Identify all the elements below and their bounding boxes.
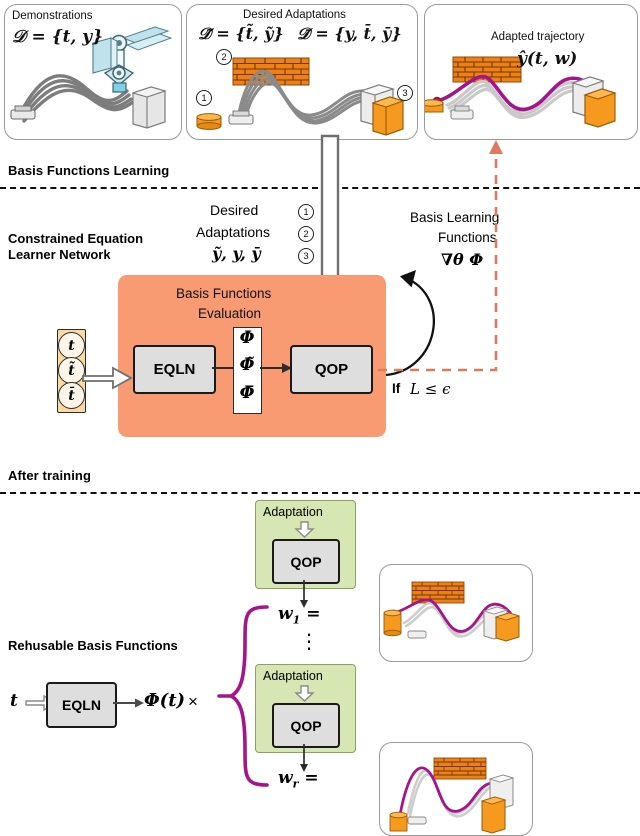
network-label-line2: Learner Network: [8, 247, 111, 262]
weight-1-symbol: w: [278, 604, 293, 624]
weight-1-subscript: 1: [292, 613, 301, 627]
vertical-dots: ⋮: [299, 631, 319, 653]
brick-wall-obstacle-2: [452, 56, 522, 83]
phi-tilde: Φ̃: [239, 355, 255, 375]
condition-prefix: If: [392, 381, 401, 396]
divider-basis-learning: [0, 187, 640, 189]
desired-adaptations-label-line2: Adaptations: [196, 224, 270, 240]
basis-functions-evaluation-line1: Basis Functions: [176, 286, 272, 301]
orange-target-box-2: [583, 88, 617, 128]
marker-1: 1: [196, 90, 212, 106]
weight-1-equals: =: [306, 604, 321, 624]
base-1: [407, 630, 427, 639]
eqln-label-bottom: EQLN: [62, 697, 101, 713]
orange-cylinder-left: [425, 99, 444, 113]
orange-box-2: [480, 796, 507, 834]
panel-desired-adaptations-title: Desired Adaptations: [243, 9, 346, 21]
robot-arm-icon: [92, 26, 173, 93]
panel-desired-formula-right: 𝒟̄ = {y, t̄, ȳ}: [297, 24, 402, 43]
panel-adapted-title: Adapted trajectory: [491, 31, 585, 43]
reusable-basis-functions-label: Rehusable Basis Functions: [8, 638, 178, 653]
panel-adapted-formula: ŷ(t, w): [517, 49, 578, 69]
orange-target-box: [371, 96, 405, 136]
magenta-brace: [217, 605, 269, 787]
desired-adaptations-label-line1: Desired: [210, 202, 259, 218]
input-t: t: [58, 332, 85, 359]
orange-box-1: [494, 612, 521, 642]
result-panel-bottom: [379, 742, 533, 836]
cylinder-left-1: [383, 609, 402, 637]
phi-bar: Φ̄: [239, 383, 255, 403]
qop-label-training: QOP: [314, 361, 349, 378]
panel-desired-adaptations: Desired Adaptations 𝒟̃ = {t̃, ỹ} 𝒟̄ = {y…: [186, 4, 418, 140]
input-t-bar: t̄: [58, 382, 85, 409]
base-2: [407, 816, 427, 825]
demo-base-left: [10, 105, 36, 120]
middle-marker-3: 3: [298, 248, 314, 264]
qop-box-2: QOP: [272, 703, 340, 748]
robot-base-small: [450, 105, 474, 120]
qop-box-1: QOP: [272, 539, 340, 584]
basis-functions-evaluation-line2: Evaluation: [198, 306, 262, 321]
panel-demonstrations: Demonstrations 𝒟 = {t, y}: [4, 4, 182, 140]
brick-wall-result-2: [433, 757, 487, 780]
phi-of-t: Φ(t): [144, 690, 186, 711]
result-scene-2: [389, 757, 515, 834]
brick-wall-result-1: [411, 581, 465, 604]
condition-math: L ≤ ϵ: [410, 380, 451, 398]
input-to-eqln-arrow: [82, 366, 133, 390]
qop-label-2: QOP: [290, 717, 322, 734]
marker-3: 3: [397, 85, 413, 101]
gradient-symbol: ∇θ Φ: [441, 250, 484, 269]
demo-target-box: [131, 86, 167, 129]
demonstrations-scene: [10, 26, 173, 129]
basis-learning-functions-line2: Functions: [438, 230, 497, 245]
adaptation-label-2: Adaptation: [263, 669, 323, 683]
eqln-box: EQLN: [133, 345, 216, 394]
eqln-to-phi-arrow-bottom: [113, 698, 144, 708]
result-path-1: [392, 598, 518, 633]
phi-stack-box: [233, 327, 262, 414]
panel-demonstrations-formula: 𝒟 = {t, y}: [12, 27, 104, 47]
weight-1: w1 =: [278, 604, 320, 626]
qop1-to-weight-arrow: [300, 580, 308, 608]
middle-marker-1: 1: [298, 204, 314, 220]
adaptation-base: [228, 110, 254, 125]
adaptation-down-arrow-2: [294, 685, 315, 702]
cylinder-left-2: [389, 811, 408, 832]
weight-r-equals: =: [304, 768, 319, 788]
qop-label-1: QOP: [290, 553, 322, 570]
marker-2: 2: [216, 49, 232, 65]
weight-r: wr =: [278, 768, 319, 790]
convergence-loop-arrow: [378, 140, 503, 372]
heading-basis-functions-learning: Basis Functions Learning: [8, 163, 170, 178]
desired-adaptations-symbols: ỹ, y, ȳ: [212, 244, 261, 263]
input-t-tilde: t̃: [58, 357, 85, 384]
weight-r-subscript: r: [292, 777, 299, 791]
heading-after-training: After training: [8, 468, 92, 483]
times-symbol: ×: [188, 692, 198, 711]
eqln-label: EQLN: [153, 361, 196, 378]
divider-after-training: [0, 492, 640, 494]
result-panel-top: [379, 564, 533, 662]
phi-to-qop-arrow: [260, 363, 292, 373]
panel-adapted-trajectory: Adapted trajectory ŷ(t, w): [424, 4, 638, 140]
weight-r-symbol: w: [278, 768, 293, 788]
panel-desired-formula-left: 𝒟̃ = {t̃, ỹ}: [198, 24, 284, 43]
desired-adaptations-scene: [196, 57, 405, 136]
middle-marker-2: 2: [298, 226, 314, 242]
network-label-line1: Constrained Equation: [8, 231, 144, 246]
bottom-input-t: t: [10, 691, 18, 711]
eqln-box-bottom: EQLN: [46, 682, 117, 728]
adaptation-label-1: Adaptation: [263, 505, 323, 519]
result-scene-1: [383, 581, 521, 642]
adapted-trajectory-scene: [425, 56, 617, 128]
qop-box-training: QOP: [290, 345, 373, 394]
orange-cylinder-obstacle: [196, 113, 222, 130]
qop2-to-weight-arrow: [300, 744, 308, 772]
basis-learning-functions-line1: Basis Learning: [410, 210, 500, 225]
panel-demonstrations-title: Demonstrations: [12, 10, 93, 22]
phi: Φ: [239, 328, 255, 348]
adaptation-down-arrow-1: [294, 521, 315, 538]
